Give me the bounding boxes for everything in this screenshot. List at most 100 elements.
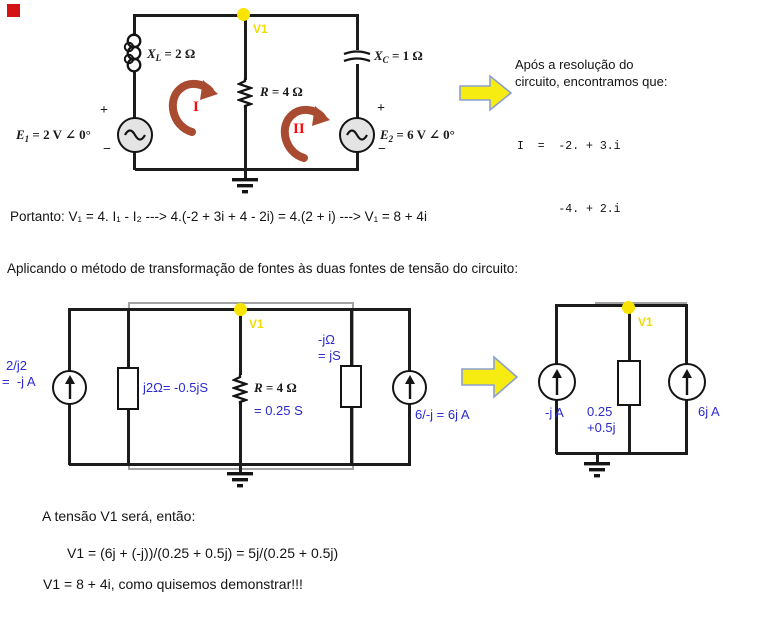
- wire: [127, 408, 130, 465]
- label-rest: = 1 Ω: [388, 48, 423, 63]
- result-note-line1: Após a resolução do: [515, 57, 634, 72]
- wire: [595, 302, 687, 304]
- label-sub: L: [155, 53, 162, 63]
- inductor-label: XL = 2 Ω: [147, 46, 195, 63]
- label-rest: = 4 Ω: [268, 84, 303, 99]
- label-base: E: [380, 127, 389, 142]
- wire: [239, 308, 242, 375]
- wire: [350, 308, 353, 366]
- admittance-label-line1: 0.25: [587, 404, 613, 419]
- portanto-line: Portanto: V₁ = 4. I₁ - I₂ ---> 4.(-2 + 3…: [10, 209, 427, 224]
- node-v1-label: V1: [638, 315, 653, 329]
- ground-icon: [584, 462, 610, 478]
- node-dot: [237, 8, 250, 21]
- wire: [685, 304, 688, 364]
- admittance2-label-line2: = jS: [318, 348, 341, 363]
- admittance-label-line2: +0.5j: [587, 420, 616, 435]
- ground-icon: [227, 472, 253, 488]
- result-eq-line2: -4. + 2.i: [517, 203, 621, 216]
- minus-sign: −: [103, 142, 111, 157]
- resistor-label: R = 4 Ω: [260, 84, 303, 101]
- label-base: R: [254, 380, 263, 395]
- ac-source-icon: [339, 117, 375, 153]
- label-rest: = 2 Ω: [161, 46, 196, 61]
- label-sub: 2: [388, 134, 394, 144]
- admittance-box: [117, 367, 139, 410]
- label-base: X: [147, 46, 156, 61]
- current-source-icon: [52, 370, 87, 405]
- mesh-arrow-icon: [280, 106, 330, 162]
- source2-label: E2 = 6 V ∠ 0°: [380, 127, 455, 144]
- wire: [244, 14, 247, 80]
- wire: [135, 168, 359, 171]
- left-source-value: -j A: [545, 405, 564, 420]
- wire: [408, 403, 411, 465]
- result-eq-line1: I = -2. + 3.i: [517, 140, 621, 153]
- label-sub: C: [382, 55, 389, 65]
- wire: [239, 402, 242, 472]
- wire: [596, 452, 599, 462]
- wire: [244, 106, 247, 178]
- red-marker-square: [7, 4, 20, 17]
- wire: [556, 452, 688, 455]
- wire: [133, 14, 136, 36]
- node-dot: [622, 301, 635, 314]
- admittance-box: [340, 365, 362, 408]
- inductor-coil-icon: [123, 33, 142, 73]
- aplicando-line: Aplicando o método de transformação de f…: [7, 261, 519, 276]
- label-base: E: [16, 127, 25, 142]
- wire: [685, 400, 688, 454]
- wire: [356, 64, 359, 118]
- wire: [68, 403, 71, 465]
- mesh-arrow-icon: [168, 80, 218, 136]
- mesh1-label: I: [193, 99, 199, 115]
- wire: [133, 72, 136, 118]
- capacitor-icon: [343, 50, 371, 63]
- plus-sign: +: [377, 101, 385, 116]
- wire: [628, 404, 631, 454]
- current-source-icon: [668, 363, 706, 401]
- label-base: X: [374, 48, 383, 63]
- resistor-icon: [232, 374, 248, 404]
- block-arrow-right-icon: [461, 355, 519, 399]
- right-source-value: 6/-j = 6j A: [415, 407, 470, 422]
- resistor-label: R = 4 Ω: [254, 380, 297, 397]
- right-source-value: 6j A: [698, 404, 720, 419]
- wire: [628, 308, 631, 362]
- result-note-text: Após a resolução do circuito, encontramo…: [515, 56, 667, 90]
- wire: [555, 400, 558, 454]
- wire: [127, 308, 130, 368]
- current-source-icon: [392, 370, 427, 405]
- resistor-admittance-label: = 0.25 S: [254, 403, 303, 418]
- label-rest: = 4 Ω: [262, 380, 297, 395]
- admittance2-label-line1: -jΩ: [318, 332, 335, 347]
- mesh2-label: II: [293, 121, 305, 137]
- node-v1-label: V1: [253, 22, 268, 36]
- source1-label: E1 = 2 V ∠ 0°: [16, 127, 91, 144]
- node-v1-label: V1: [249, 317, 264, 331]
- block-arrow-right-icon: [459, 74, 513, 112]
- node-dot: [234, 303, 247, 316]
- result-equation: I = -2. + 3.i -4. + 2.i: [517, 94, 621, 241]
- wire: [356, 14, 359, 50]
- left-source-value-line1: 2/j2: [6, 358, 27, 373]
- wire: [408, 308, 411, 372]
- wire: [68, 308, 71, 372]
- left-source-value-line2: = -j A: [2, 374, 36, 389]
- plus-sign: +: [100, 103, 108, 118]
- current-source-icon: [538, 363, 576, 401]
- label-rest: = 6 V ∠ 0°: [393, 127, 455, 142]
- label-rest: = 2 V ∠ 0°: [29, 127, 91, 142]
- capacitor-label: XC = 1 Ω: [374, 48, 423, 65]
- result-note-line2: circuito, encontramos que:: [515, 74, 668, 89]
- label-sub: 1: [24, 134, 30, 144]
- wire: [350, 406, 353, 465]
- conclusion-line1: A tensão V1 será, então:: [42, 508, 196, 524]
- wire: [133, 151, 136, 170]
- ground-icon: [232, 178, 258, 194]
- conclusion-line3: V1 = 8 + 4i, como quisemos demonstrar!!!: [43, 576, 303, 592]
- admittance1-label: j2Ω= -0.5jS: [143, 380, 208, 395]
- wire: [356, 151, 359, 170]
- resistor-icon: [237, 78, 253, 108]
